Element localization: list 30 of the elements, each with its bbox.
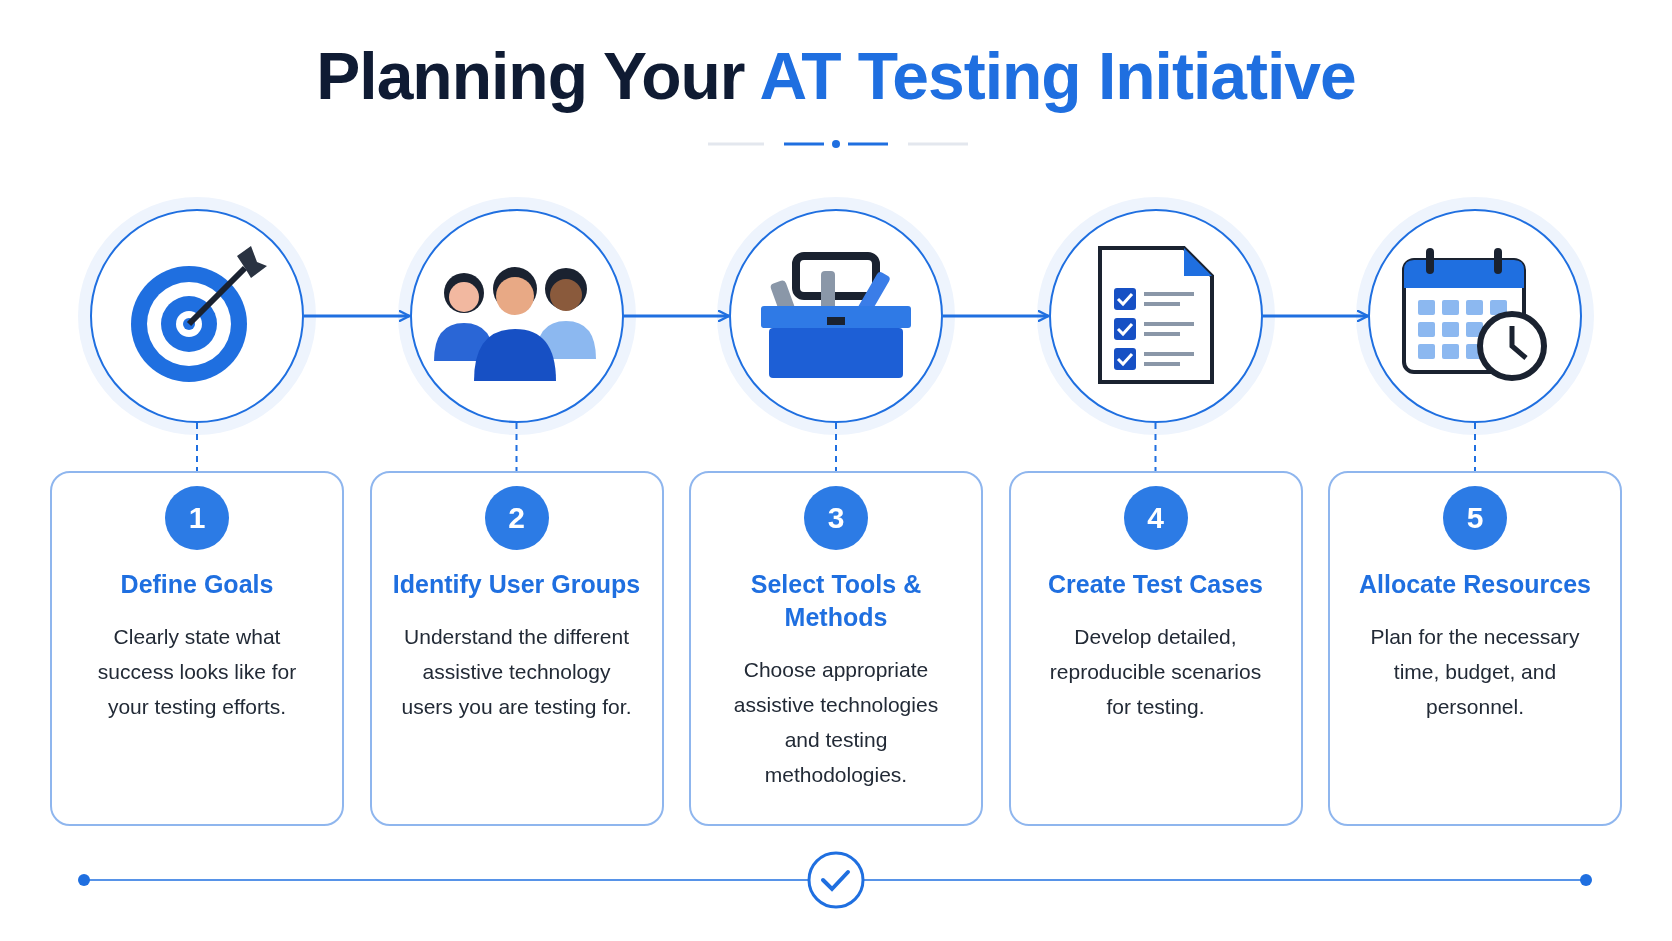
step-card	[369, 471, 664, 826]
step-heading: Select Tools & Methods	[749, 569, 923, 633]
step-number-badge: 1	[165, 486, 229, 550]
step-heading: Define Goals	[119, 569, 275, 600]
arrow	[623, 309, 731, 323]
step-card	[1008, 471, 1303, 826]
step-description: Understand the different assistive technology users you are testing for.	[400, 624, 633, 720]
step-number-badge: 2	[484, 486, 549, 550]
step-number-badge: 3	[804, 486, 868, 550]
title: Planning Your AT Testing Initiative	[315, 38, 1357, 114]
step-card	[50, 471, 344, 826]
step-heading: Allocate Resources	[1357, 569, 1592, 600]
step-description: Develop detailed, reproducible scenarios for testing.	[1048, 624, 1263, 720]
step-description: Plan for the necessary time, budget, and personnel.	[1369, 624, 1581, 720]
step-card	[689, 471, 983, 826]
arrow	[1262, 309, 1370, 323]
step-number-badge: 5	[1443, 486, 1507, 550]
arrow	[304, 309, 411, 323]
dashed-connector	[1474, 422, 1476, 472]
step-number-badge: 4	[1123, 486, 1188, 550]
dashed-connector	[515, 422, 518, 472]
arrow	[943, 309, 1050, 323]
dashed-connector	[196, 422, 198, 472]
step-description: Clearly state what success looks like for your testing efforts.	[96, 624, 298, 720]
step-description: Choose appropriate assistive technologies and testing methodologies.	[732, 657, 940, 788]
dashed-connector	[1154, 422, 1157, 472]
step-heading: Identify User Groups	[391, 569, 642, 600]
dashed-connector	[835, 422, 837, 472]
step-heading: Create Test Cases	[1047, 569, 1264, 600]
step-card	[1328, 471, 1622, 826]
